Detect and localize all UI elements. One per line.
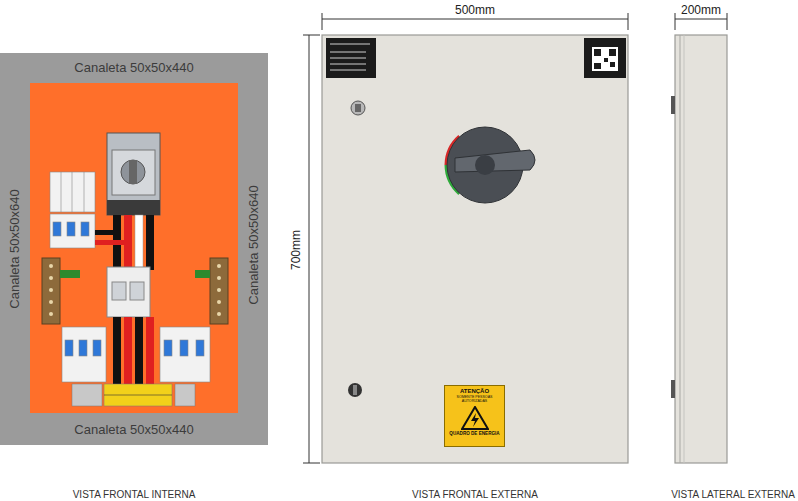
duct-label: Canaleta 50x50x640 — [8, 189, 22, 308]
sign-heading: ATENÇÃO — [460, 388, 489, 395]
view-caption: VISTA FRONTAL EXTERNA — [412, 489, 538, 500]
dimension-label: 700mm — [290, 230, 303, 270]
dimension-label: 500mm — [455, 4, 495, 17]
duct-label: Canaleta 50x50x640 — [247, 185, 261, 304]
sign-text: SOMENTE PESSOAS AUTORIZADAS — [447, 396, 502, 404]
duct-label: Canaleta 50x50x440 — [74, 423, 193, 437]
view-caption: VISTA LATERAL EXTERNA — [671, 489, 795, 500]
sign-text: QUADRO DE ENERGIA — [449, 431, 499, 436]
hazard-icon — [461, 406, 489, 430]
duct-label: Canaleta 50x50x440 — [74, 61, 193, 75]
warning-sign: ATENÇÃOSOMENTE PESSOAS AUTORIZADAS QUADRO… — [444, 385, 505, 447]
view-caption: VISTA FRONTAL INTERNA — [73, 489, 196, 500]
dimension-label: 200mm — [681, 4, 721, 17]
